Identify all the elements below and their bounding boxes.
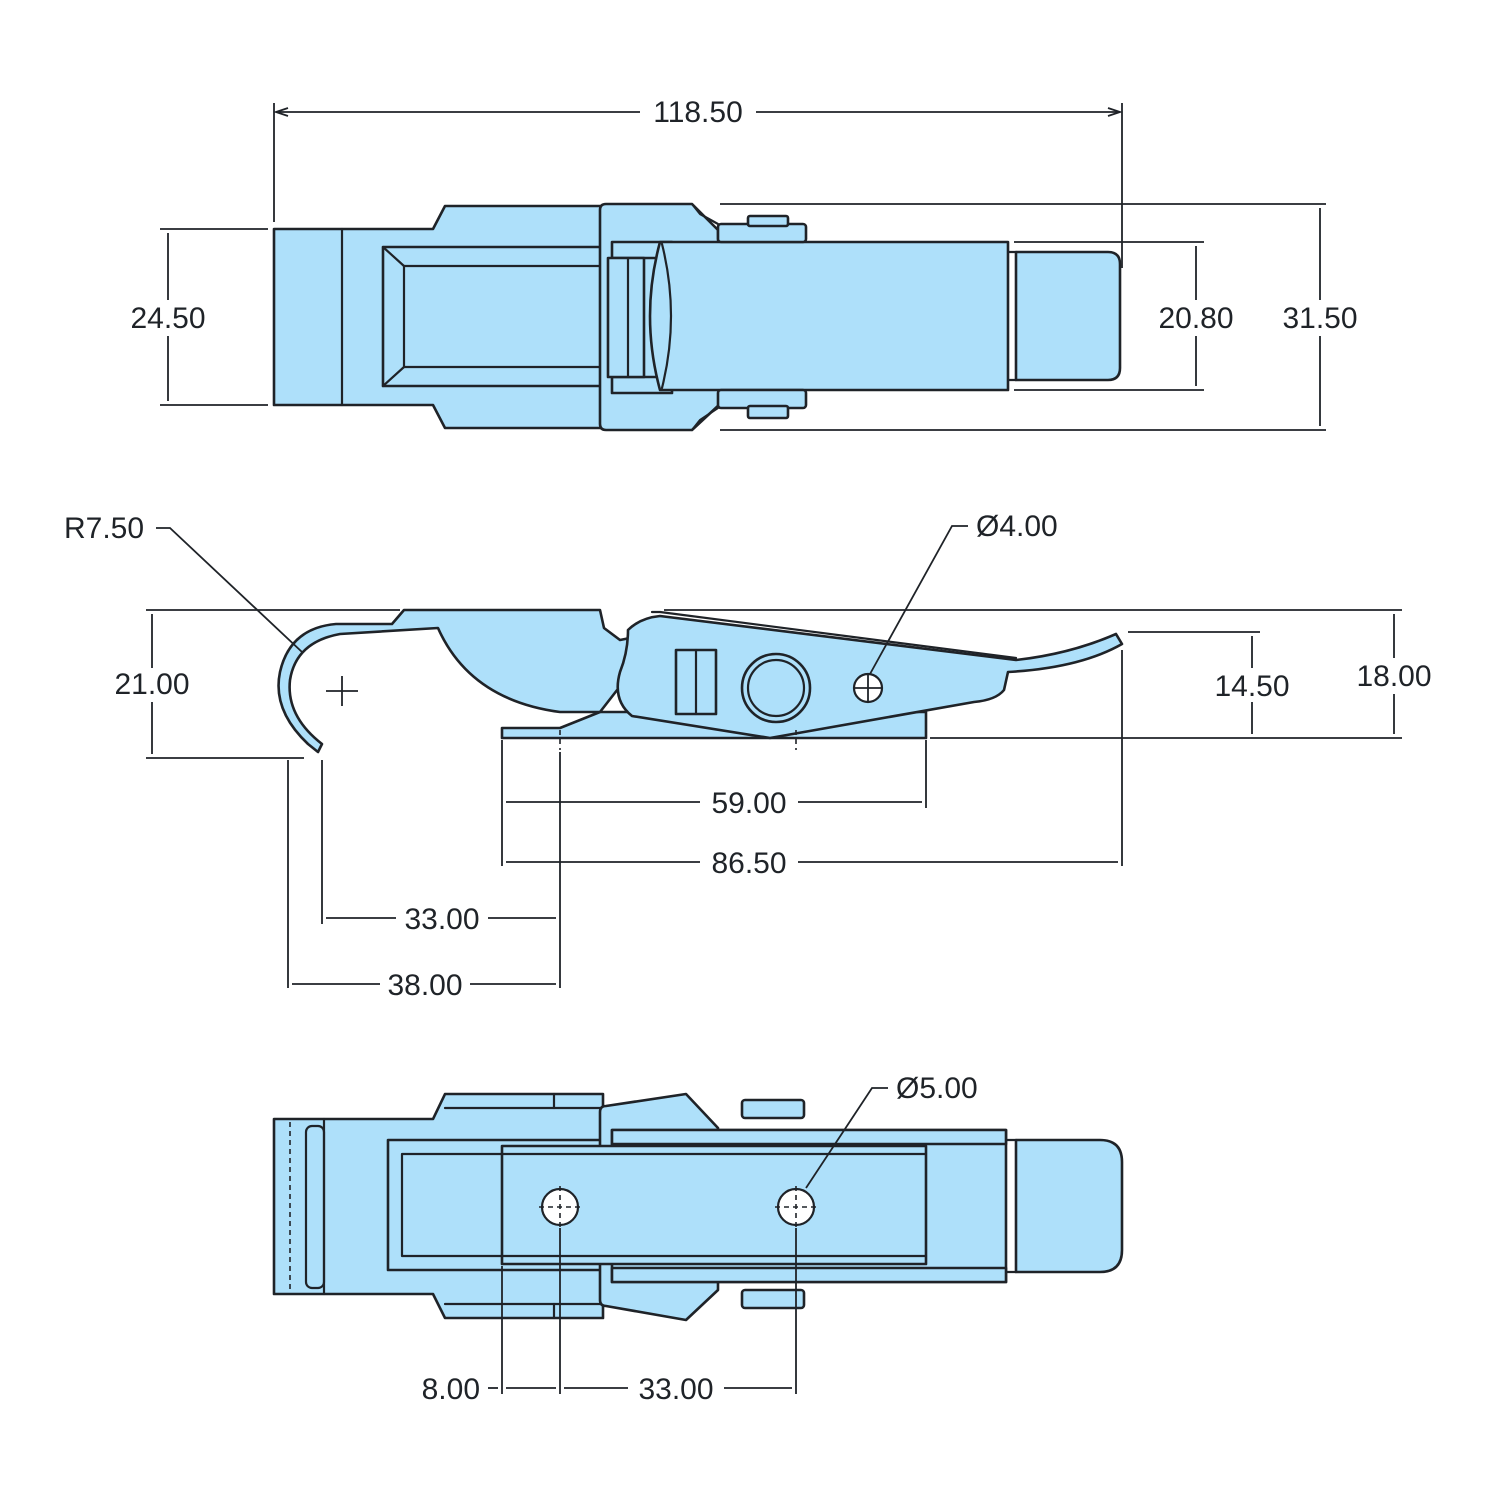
bottom-lever-tip [1014, 1138, 1124, 1274]
label-hook-radius: R7.50 [64, 512, 144, 545]
top-lever-arm [648, 240, 1010, 392]
label-lever-width: 20.80 [1158, 302, 1233, 335]
top-view [272, 202, 1122, 432]
label-mount-hole: Ø5.00 [896, 1072, 978, 1105]
label-overall-width: 31.50 [1282, 302, 1357, 335]
side-dimensions [146, 525, 1402, 988]
label-hook-reach: 38.00 [387, 969, 462, 1002]
label-overall-height: 18.00 [1356, 660, 1431, 693]
label-base-width: 24.50 [130, 302, 205, 335]
top-catch-recess [381, 245, 605, 388]
label-edge-to-hole: 8.00 [422, 1373, 480, 1406]
bottom-dimensions [488, 1087, 888, 1394]
dimension-labels: 118.50 24.50 20.80 31.50 R7.50 Ø4.00 21.… [64, 96, 1432, 1406]
label-base-to-tip: 59.00 [711, 787, 786, 820]
top-dimensions [160, 103, 1326, 431]
label-hole-spacing: 33.00 [638, 1373, 713, 1406]
label-base-to-lever-end: 86.50 [711, 847, 786, 880]
label-lever-tip-height: 14.50 [1214, 670, 1289, 703]
label-overall-length: 118.50 [653, 96, 743, 129]
side-view [277, 608, 1124, 754]
bottom-view [272, 1092, 1124, 1322]
label-pivot-hole: Ø4.00 [976, 510, 1058, 543]
top-lever-tip [1014, 250, 1122, 382]
label-hook-to-hole: 33.00 [404, 903, 479, 936]
label-hook-height: 21.00 [114, 668, 189, 701]
side-pivot-boss [740, 652, 812, 724]
side-hook [277, 608, 658, 754]
